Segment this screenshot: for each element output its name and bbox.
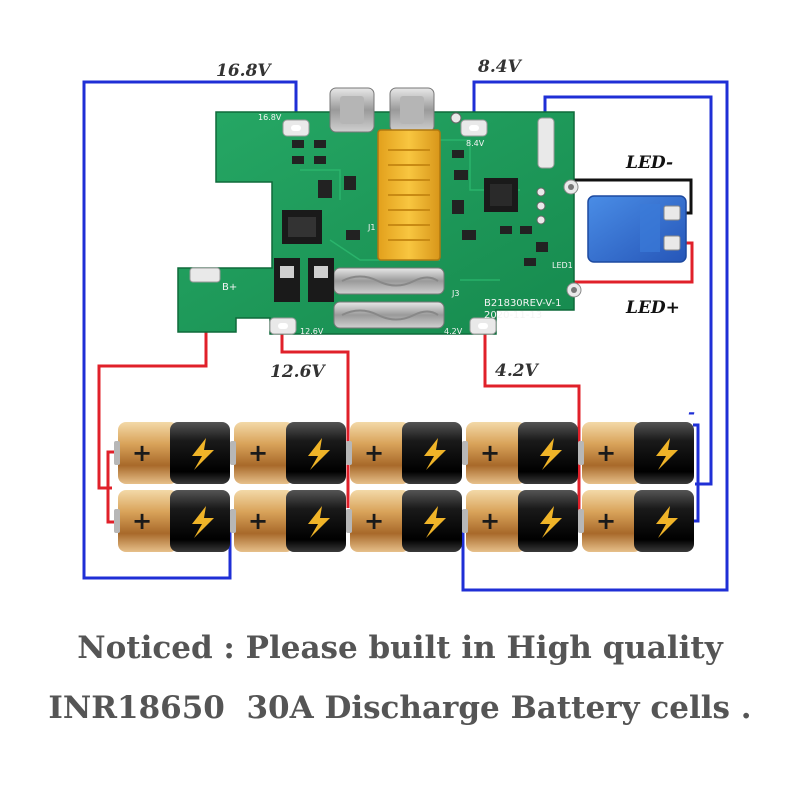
wire-blue-negative: [693, 423, 700, 523]
battery-cell: +: [578, 490, 694, 552]
led-pad-minus: [663, 205, 681, 221]
silk-part-number: B21830REV-V-1: [484, 298, 561, 309]
battery-plus-symbol: +: [480, 507, 500, 535]
silk-8v4: 8.4V: [466, 139, 485, 148]
battery-cell: +: [578, 422, 694, 484]
battery-plus-symbol: +: [596, 507, 616, 535]
battery-connector: [377, 129, 441, 261]
wire-red-left: [106, 450, 117, 524]
led-pad-plus: [663, 235, 681, 251]
battery-plus-symbol: +: [132, 439, 152, 467]
battery-plus-symbol: +: [480, 439, 500, 467]
lightning-bolt-icon: [308, 506, 330, 538]
silk-12v6: 12.6V: [300, 327, 324, 336]
lightning-bolt-icon: [308, 438, 330, 470]
bms-pcb-board: B21830REV-V-1 2020-11-13 B+ J3 J1 8.4V 1…: [177, 87, 582, 336]
led-module: [587, 195, 687, 263]
wire-bplus: [97, 276, 208, 490]
battery-plus-symbol: +: [596, 439, 616, 467]
battery-plus-symbol: +: [132, 507, 152, 535]
wire-16v8: [82, 80, 298, 580]
silk-j3: J3: [451, 289, 459, 298]
battery-cell: +: [462, 490, 578, 552]
battery-cell: +: [462, 422, 578, 484]
lightning-bolt-icon: [656, 506, 678, 538]
battery-cell: +: [346, 422, 462, 484]
label-led-minus: LED-: [625, 153, 673, 173]
silk-4v2: 4.2V: [444, 327, 463, 336]
battery-cell: +: [114, 490, 230, 552]
spring-contacts-top: [329, 87, 435, 133]
mosfet-2: [274, 258, 300, 302]
silk-date: 2020-11-13: [484, 310, 542, 321]
silk-16v8: 16.8V: [258, 113, 282, 122]
lightning-bolt-icon: [540, 506, 562, 538]
wire-12v6: [280, 330, 350, 508]
silk-j1: J1: [367, 223, 375, 232]
lightning-bolt-icon: [192, 438, 214, 470]
label-negative-marker: -: [688, 403, 695, 423]
wire-8v4: [461, 80, 729, 592]
lightning-bolt-icon: [540, 438, 562, 470]
notice-line-1: Noticed : Please built in High quality: [77, 630, 723, 666]
lightning-bolt-icon: [192, 506, 214, 538]
silk-led1: LED1: [552, 261, 573, 270]
battery-cell: +: [230, 422, 346, 484]
label-8v4: 8.4V: [477, 57, 523, 77]
label-4v2: 4.2V: [495, 361, 540, 381]
label-12v6: 12.6V: [270, 362, 326, 382]
lightning-bolt-icon: [424, 438, 446, 470]
lightning-bolt-icon: [656, 438, 678, 470]
silk-bplus: B+: [222, 282, 237, 293]
pad-bplus: [189, 267, 221, 283]
battery-plus-symbol: +: [364, 507, 384, 535]
battery-plus-symbol: +: [364, 439, 384, 467]
label-16v8: 16.8V: [216, 61, 272, 81]
battery-cell: +: [346, 490, 462, 552]
battery-cell: +: [114, 422, 230, 484]
notice-line-2: INR18650 30A Discharge Battery cells .: [48, 690, 752, 726]
battery-cell: +: [230, 490, 346, 552]
label-led-plus: LED+: [625, 298, 680, 318]
mosfet-3: [308, 258, 334, 302]
spring-contacts-bottom: [333, 267, 445, 329]
lightning-bolt-icon: [424, 506, 446, 538]
battery-plus-symbol: +: [248, 439, 268, 467]
battery-pack: + + + + + + + + + +: [114, 422, 694, 552]
battery-plus-symbol: +: [248, 507, 268, 535]
pad-right-top: [537, 117, 555, 169]
